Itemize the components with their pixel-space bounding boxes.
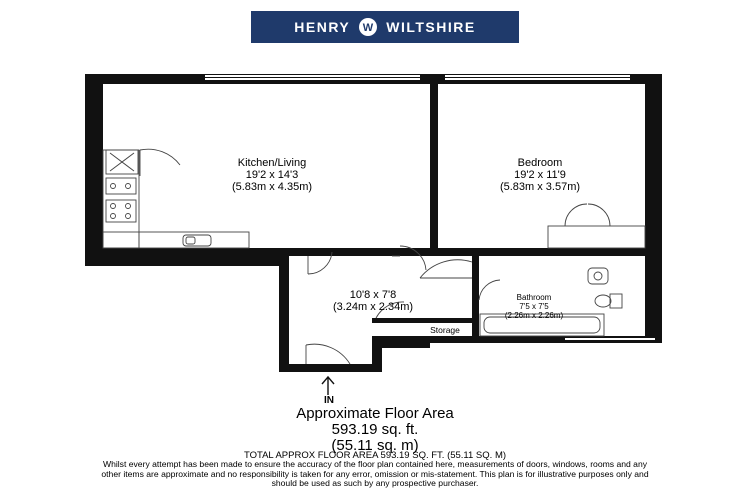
doors (139, 148, 611, 365)
kitchen-imperial: 19'2 x 14'3 (246, 169, 299, 181)
floor-plan: Kitchen/Living 19'2 x 14'3 (5.83m x 4.35… (85, 74, 662, 405)
total-area-line: TOTAL APPROX FLOOR AREA 593.19 SQ. FT. (… (243, 450, 507, 461)
floor-areas (103, 84, 645, 364)
storage-name: Storage (430, 325, 460, 335)
bedroom-metric: (5.83m x 3.57m) (500, 181, 580, 193)
hall-imperial: 10'8 x 7'8 (350, 289, 396, 301)
kitchen-name: Kitchen/Living (238, 157, 307, 169)
area-sq-ft: 593.19 sq. ft. (331, 421, 419, 438)
floor-area-summary: Approximate Floor Area 593.19 sq. ft. (5… (0, 406, 750, 454)
entrance-label: IN (324, 395, 334, 405)
entrance-arrow-icon (321, 375, 335, 395)
bathroom-metric: (2.26m x 2.26m) (505, 311, 564, 320)
bathroom-name: Bathroom (517, 293, 552, 302)
bathroom-imperial: 7'5 x 7'5 (519, 302, 549, 311)
brand-name-left: HENRY (294, 19, 351, 35)
brand-mark-icon: W (359, 18, 378, 36)
kitchen-metric: (5.83m x 4.35m) (232, 181, 312, 193)
bedroom-name: Bedroom (518, 157, 563, 169)
area-sq-m: (55.11 sq. m) (331, 437, 419, 454)
brand-mark-letter: W (363, 22, 374, 34)
area-title: Approximate Floor Area (296, 405, 454, 422)
room-labels: Kitchen/Living 19'2 x 14'3 (5.83m x 4.35… (232, 157, 580, 405)
brand-name-right: WILTSHIRE (386, 19, 476, 35)
hall-metric: (3.24m x 2.34m) (333, 301, 413, 313)
windows (205, 75, 655, 340)
fixtures (102, 149, 646, 337)
bedroom-imperial: 19'2 x 11'9 (514, 169, 566, 181)
brand-logo: HENRY W WILTSHIRE (251, 11, 519, 43)
disclaimer-text: Whilst every attempt has been made to en… (101, 459, 649, 489)
